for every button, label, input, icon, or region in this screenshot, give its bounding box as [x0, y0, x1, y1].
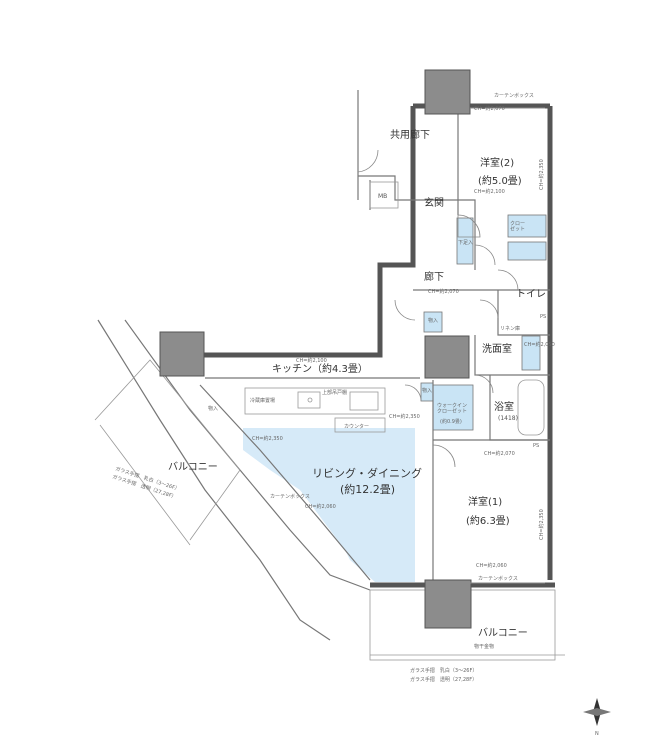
walkin-closet-label: ウォークインクローゼット: [437, 402, 467, 415]
ch-2070-hall: CH=約2,070: [428, 288, 459, 295]
entrance-label: 玄関: [424, 196, 444, 209]
door-room2: [457, 214, 481, 238]
common-corridor-label: 共用廊下: [390, 128, 430, 141]
sink: [297, 391, 321, 409]
ch-2070-room1: CH=約2,070: [484, 450, 515, 457]
sink-drain: [307, 397, 313, 403]
balcony-left-border: [99, 424, 191, 546]
door-room1: [432, 444, 456, 468]
western-room-2-area: (約5.0畳): [478, 174, 522, 187]
storage-top-label: 物入: [428, 317, 438, 324]
pillar-center: [424, 335, 470, 379]
ch-2100-kitchen: CH=約2,100: [296, 357, 327, 364]
diagonal-facade-inner: [124, 319, 371, 591]
counter-label: カウンター: [344, 423, 369, 430]
curtain-box-living: カーテンボックス: [270, 493, 310, 500]
north-arrow: N: [583, 698, 611, 737]
door-entrance: [357, 149, 379, 173]
ch-2350-room1: CH=約2,350: [538, 509, 545, 540]
door-bath: [474, 374, 494, 394]
walkin-closet-area: (約0.9畳): [440, 418, 462, 425]
diagonal-window: [199, 384, 371, 581]
upper-cabinet-label: 上部吊戸棚: [322, 389, 347, 396]
ch-2100-entrance: CH=約2,100: [474, 188, 505, 195]
shelf-label: 物干金物: [474, 643, 494, 650]
living-dining-area: (約12.2畳): [340, 482, 395, 496]
curtain-box-top: カーテンボックス: [494, 92, 534, 99]
upper-cabinet-2: [507, 241, 547, 261]
hallway-label: 廊下: [424, 270, 444, 283]
western-room-2-label: 洋室(2): [480, 156, 514, 169]
door-toilet: [497, 269, 519, 291]
partition-toilet: [497, 290, 550, 336]
ch-2060-living: CH=約2,060: [305, 503, 336, 510]
living-floor-lower: [300, 490, 415, 582]
pillar-bottom: [424, 579, 472, 629]
cooktop: [349, 391, 379, 411]
glass-note-1: ガラス手摺 乳白（3～26F）: [410, 667, 477, 674]
ch-2350-living: CH=約2,350: [252, 435, 283, 442]
closet-western2: [507, 214, 547, 238]
ps1-label: PS: [540, 314, 546, 320]
storage-top: [423, 311, 443, 333]
door-living: [394, 299, 416, 321]
diagonal-facade-outer: [97, 319, 331, 641]
balcony-left-label: バルコニー: [168, 461, 218, 473]
bathtub: [517, 379, 545, 436]
linen-label: リネン庫: [500, 325, 520, 332]
outer-wall-top: [200, 106, 416, 358]
shoes-storage: [456, 217, 474, 265]
ch-2350-mid: CH=約2,350: [389, 413, 420, 420]
ch-2070-top: CH=約2,070: [474, 105, 505, 112]
glass-note-2: ガラス手摺 透明（27,28F）: [410, 676, 477, 683]
washroom-label: 洗面室: [482, 342, 512, 355]
kitchen-label: キッチン（約4.3畳）: [272, 362, 368, 375]
toilet-shelf: [521, 335, 541, 371]
bathroom-label: 浴室: [494, 400, 514, 413]
corridor-lines: [358, 175, 413, 201]
door-wash: [479, 299, 499, 319]
shoes-label: 下足入: [458, 240, 473, 246]
western-room-1-area: (約6.3畳): [466, 514, 510, 527]
bathroom-size: (1418): [498, 415, 518, 422]
walkin-closet-area: [432, 384, 474, 431]
counter-bar: [334, 417, 386, 433]
door-walkin: [404, 384, 422, 402]
living-dining-label: リビング・ダイニング: [312, 466, 422, 480]
closet-western2-label: クローゼット: [510, 221, 525, 233]
ch-2060-room1: CH=約2,060: [476, 562, 507, 569]
door-hall: [474, 244, 496, 266]
pillar-left: [159, 331, 205, 377]
mb-box: [369, 181, 399, 209]
ch-2050-toilet: CH=約2,050: [524, 341, 555, 348]
toilet-label: トイレ: [516, 289, 546, 300]
mb-label: MB: [378, 193, 387, 200]
kitchen-counter: [244, 387, 386, 415]
pillar-top: [424, 69, 471, 115]
western-room-1-label: 洋室(1): [468, 495, 502, 508]
fridge-label: 冷蔵庫置場: [250, 397, 275, 404]
storage-kitchen-label: 物入: [208, 405, 218, 412]
curtain-box-bottom: カーテンボックス: [478, 575, 518, 582]
north-label: N: [595, 731, 599, 737]
ps2-label: PS: [533, 443, 539, 449]
balcony-left-rail: [94, 359, 241, 541]
ch-2350-right: CH=約2,350: [538, 159, 545, 190]
storage-mid-label: 物入: [422, 387, 432, 394]
balcony-bottom-label: バルコニー: [478, 627, 528, 639]
partition-entrance: [413, 199, 476, 270]
